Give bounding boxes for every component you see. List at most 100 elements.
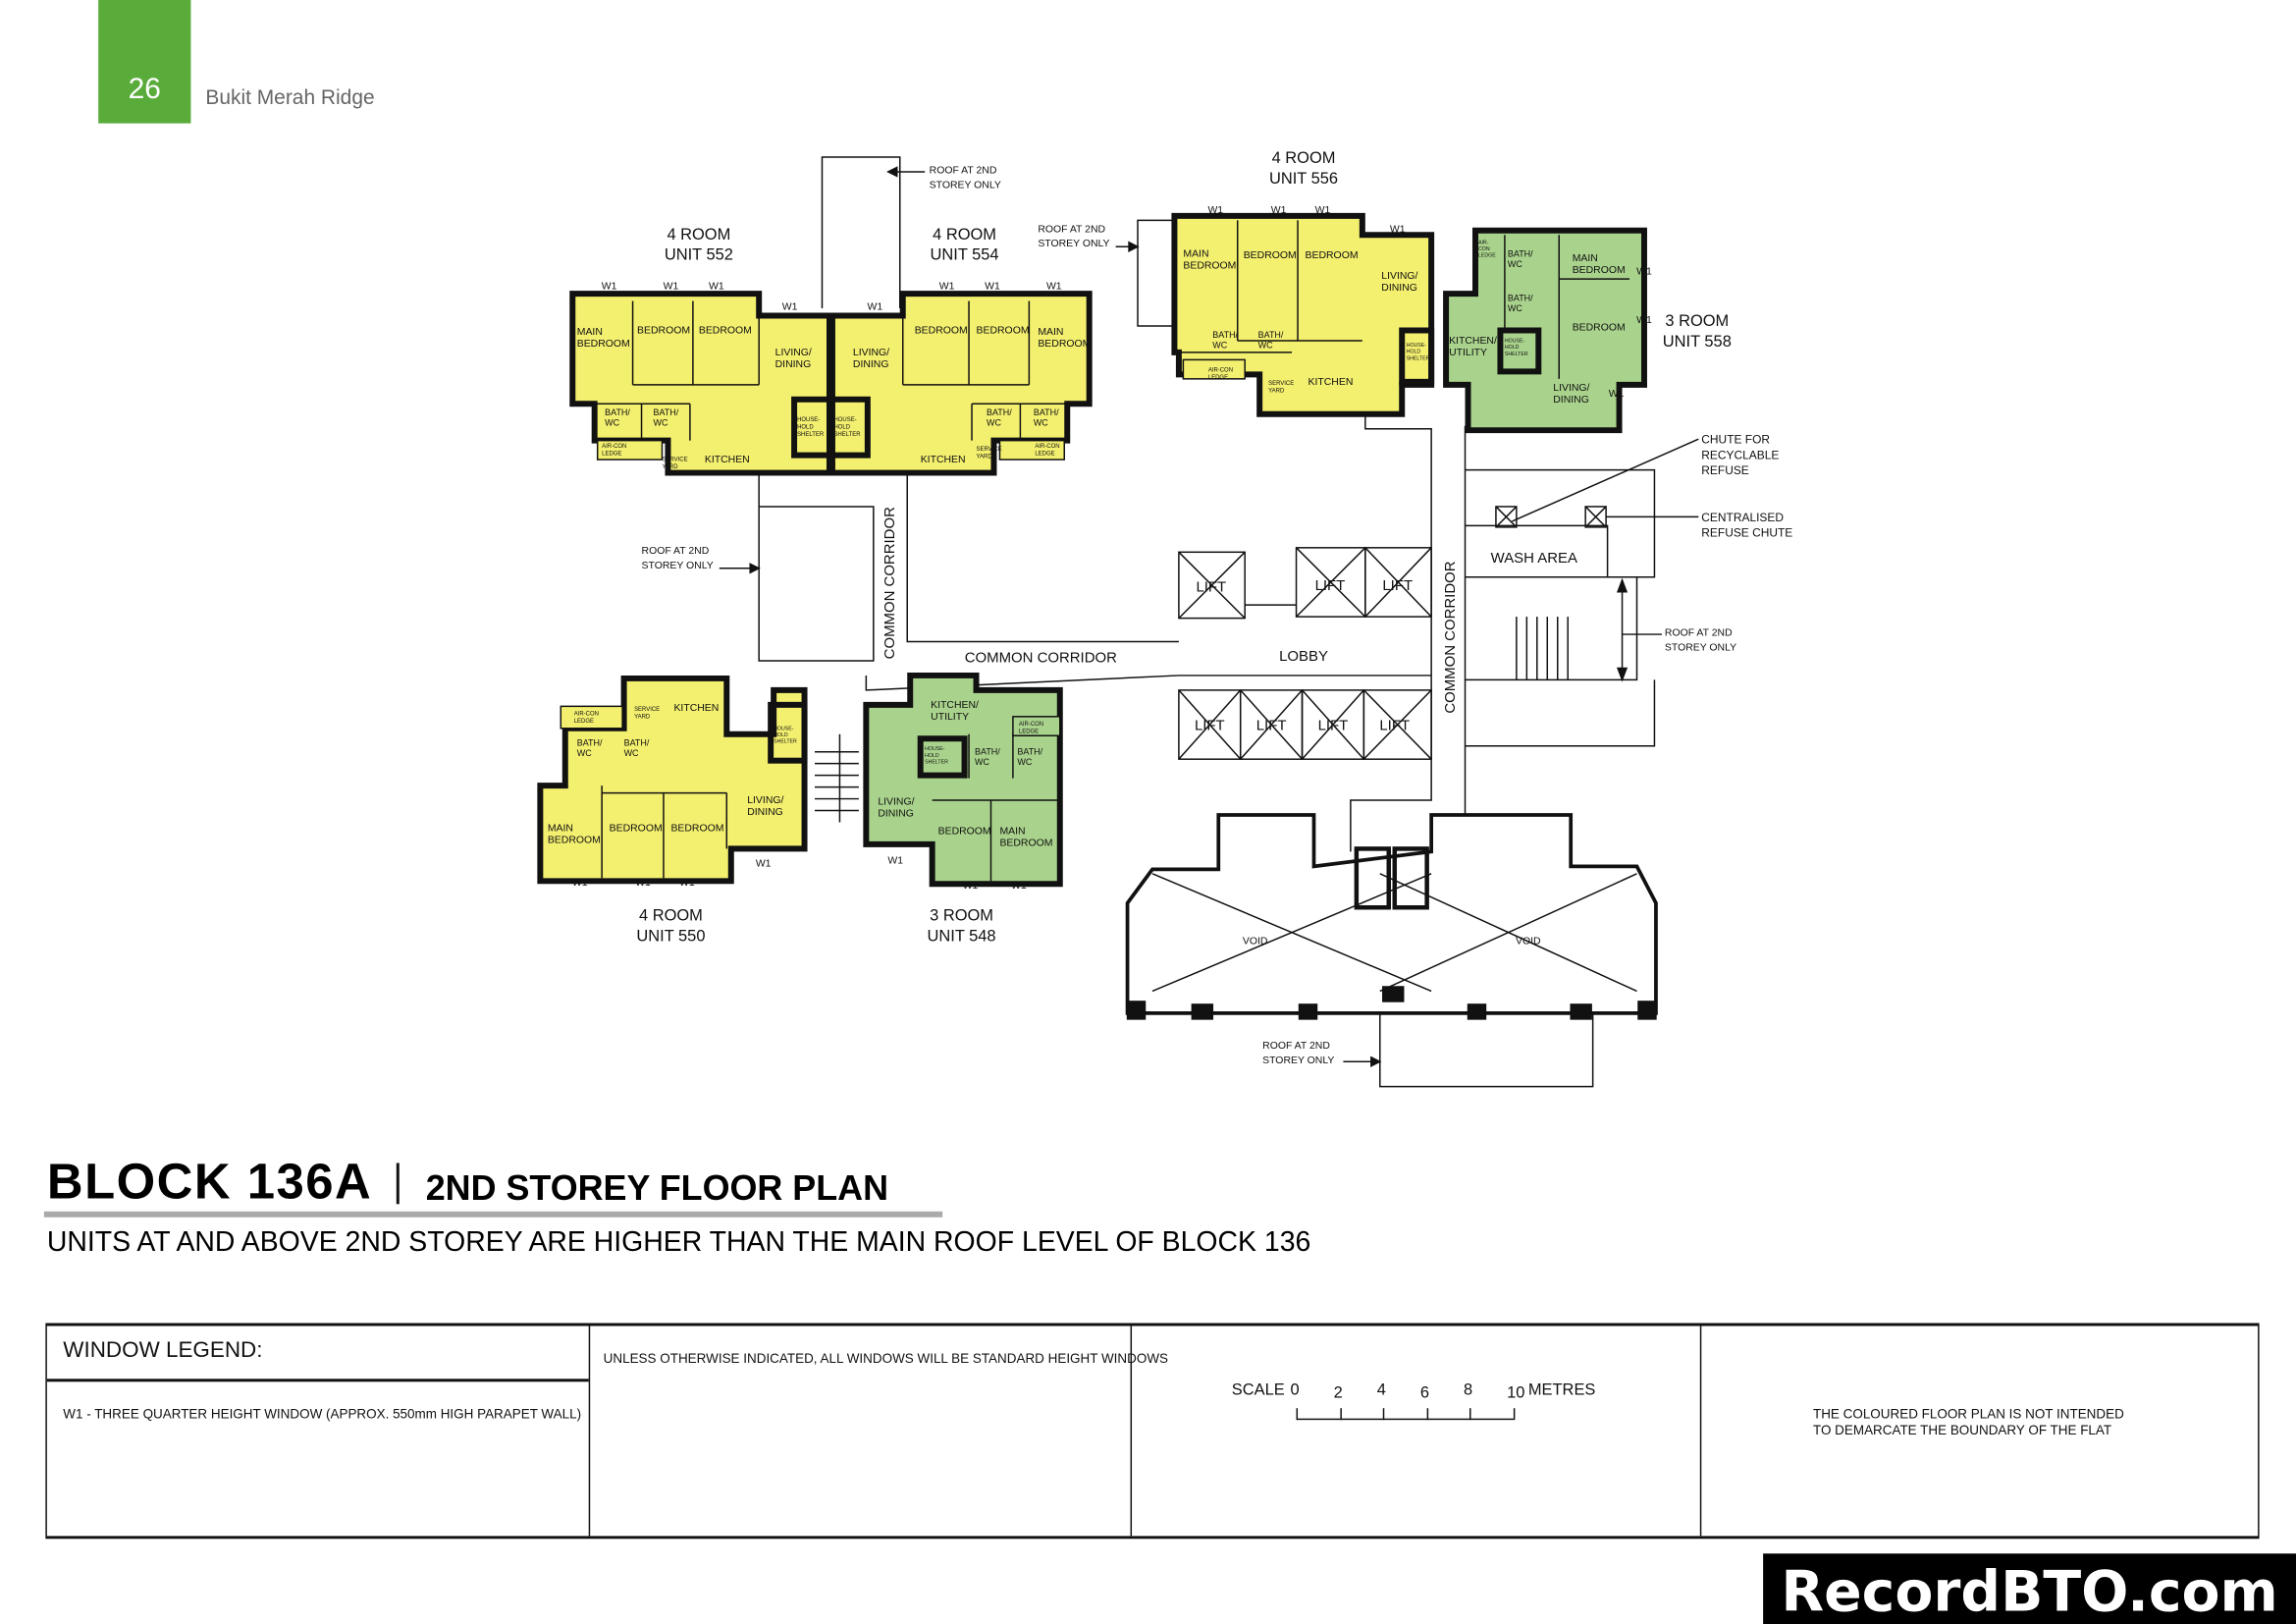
room-label: HOUSE- <box>774 726 794 731</box>
window-tag: W1 <box>1315 205 1331 216</box>
unit-type: 4 ROOM <box>933 226 996 244</box>
room-label: WC <box>654 418 668 428</box>
room-label: HOUSE- <box>925 746 945 752</box>
room-label: HOLD <box>1407 350 1421 355</box>
window-tag: W1 <box>867 302 882 313</box>
room-label: BATH/ <box>1508 249 1533 259</box>
room-label: BEDROOM <box>1306 250 1359 261</box>
room-label: LIVING/ <box>878 797 914 808</box>
chute-label: RECYCLABLE <box>1701 448 1779 461</box>
room-label: YARD <box>1268 388 1285 394</box>
room-label: UTILITY <box>1449 348 1487 358</box>
lift-label: LIFT <box>1256 717 1287 733</box>
room-label: AIR- <box>1478 240 1489 245</box>
room-label: MAIN <box>999 826 1025 837</box>
room-label: KITCHEN/ <box>931 700 979 711</box>
page-number: 26 <box>128 73 161 106</box>
project-name: Bukit Merah Ridge <box>205 84 375 109</box>
window-tag: W1 <box>963 881 979 892</box>
room-label: AIR-CON <box>1019 722 1043 728</box>
room-label: BEDROOM <box>977 325 1030 336</box>
window-legend-title: WINDOW LEGEND: <box>63 1337 263 1363</box>
room-label: BATH/ <box>624 738 650 748</box>
scale-tick-label: 10 <box>1507 1384 1525 1403</box>
common-corridor-label: COMMON CORRIDOR <box>881 507 898 659</box>
room-label: LIVING/ <box>747 795 783 806</box>
room-label: LEDGE <box>1208 375 1228 381</box>
room-label: BEDROOM <box>999 838 1052 848</box>
roof-note: STOREY ONLY <box>642 561 714 571</box>
window-tag: W1 <box>985 282 1000 293</box>
room-label: BATH/ <box>975 747 1000 757</box>
unit-number: UNIT 558 <box>1663 333 1732 351</box>
room-label: BATH/ <box>605 407 630 417</box>
room-label: BEDROOM <box>1573 322 1626 333</box>
window-tag: W1 <box>1207 205 1223 216</box>
disclaimer-line-2: TO DEMARCATE THE BOUNDARY OF THE FLAT <box>1812 1423 2112 1438</box>
unit-type: 4 ROOM <box>667 226 730 244</box>
room-label: WC <box>987 418 1001 428</box>
scale-tick-label: 0 <box>1290 1381 1300 1400</box>
room-label: LEDGE <box>1035 452 1054 458</box>
room-label: HOUSE- <box>797 417 820 423</box>
room-label: HOLD <box>797 425 814 431</box>
window-tag: W1 <box>602 282 617 293</box>
room-label: AIR-CON <box>574 711 599 717</box>
legend-divider <box>588 1326 591 1537</box>
room-label: DINING <box>1553 395 1589 406</box>
room-label: BEDROOM <box>610 823 663 834</box>
window-tag: W1 <box>887 855 903 866</box>
room-label: YARD <box>634 714 651 720</box>
room-label: BEDROOM <box>670 823 723 834</box>
room-label: HOLD <box>1505 345 1520 351</box>
room-label: BATH/ <box>987 407 1012 417</box>
room-label: LIVING/ <box>853 348 889 358</box>
window-tag: W1 <box>1636 267 1652 278</box>
room-label: SERVICE <box>634 707 660 713</box>
unit-type: 3 ROOM <box>1665 312 1729 330</box>
watermark-logo: RecordBTO.com <box>1763 1553 2296 1624</box>
room-label: BATH/ <box>1017 747 1042 757</box>
flat-units <box>537 212 1647 888</box>
lift-label: LIFT <box>1318 717 1349 733</box>
room-label: HOLD <box>925 753 939 759</box>
room-label: LIVING/ <box>1381 271 1417 282</box>
room-label: SERVICE <box>1268 381 1294 387</box>
unit-548 <box>863 672 1063 888</box>
scale-tick-label: 6 <box>1419 1384 1430 1403</box>
page-number-tab <box>98 0 191 124</box>
roof-note: ROOF AT 2ND <box>1665 628 1733 639</box>
room-label: BATH/ <box>1258 330 1284 340</box>
roof-note: ROOF AT 2ND <box>1038 224 1105 235</box>
scale-tick-label: 8 <box>1464 1381 1473 1400</box>
room-label: BEDROOM <box>938 826 991 837</box>
window-tag: W1 <box>1271 205 1287 216</box>
room-label: WC <box>1017 757 1032 767</box>
window-tag: W1 <box>709 282 724 293</box>
room-label: MAIN <box>1183 249 1208 260</box>
wash-area-label: WASH AREA <box>1491 550 1577 567</box>
window-tag: W1 <box>1636 315 1652 326</box>
room-label: WC <box>1508 259 1522 269</box>
unit-558 <box>1443 227 1647 434</box>
room-label: SHELTER <box>797 432 825 438</box>
window-tag: W1 <box>1609 389 1625 400</box>
lobby-label: LOBBY <box>1279 648 1328 665</box>
common-corridor-label: COMMON CORRIDOR <box>965 649 1117 666</box>
window-tag: W1 <box>635 878 651 889</box>
room-label: HOUSE- <box>833 417 856 423</box>
room-label: HOUSE- <box>1505 338 1525 344</box>
window-tag: W1 <box>1011 881 1027 892</box>
room-label: BEDROOM <box>1244 250 1297 261</box>
scale-tick <box>1513 1408 1515 1421</box>
window-tag: W1 <box>1046 282 1062 293</box>
room-label: YARD <box>662 464 678 470</box>
room-label: KITCHEN <box>673 703 719 714</box>
room-label: SHELTER <box>925 760 948 766</box>
roof-note: STOREY ONLY <box>1038 239 1109 249</box>
room-label: LEDGE <box>1478 253 1496 259</box>
chute-label: REFUSE <box>1701 463 1749 477</box>
room-label: WC <box>624 748 639 758</box>
room-label: KITCHEN <box>705 455 750 465</box>
